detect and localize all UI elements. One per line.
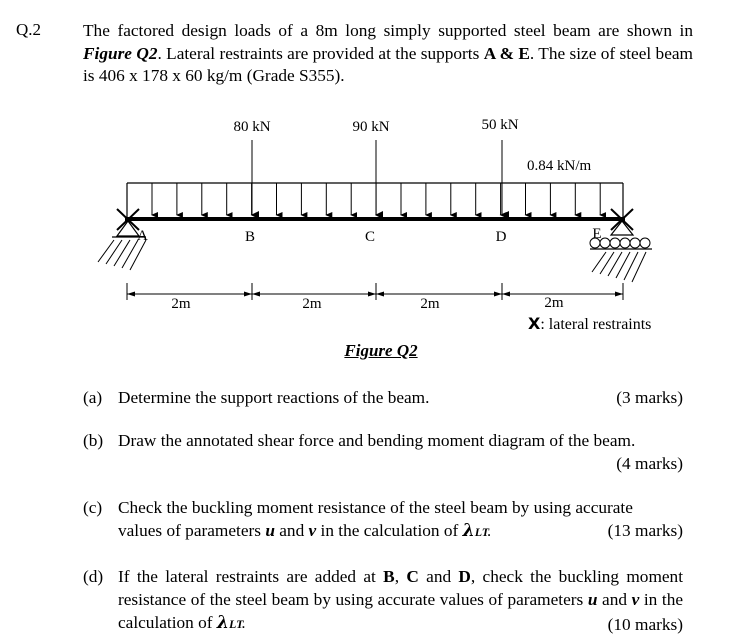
part-d-label: (d) bbox=[83, 567, 104, 586]
point-load-d-label: 50 kN bbox=[481, 117, 518, 133]
part-d-and-word: and bbox=[418, 567, 459, 586]
part-d-text-3: in the calculation of bbox=[118, 590, 684, 632]
pin-support-a bbox=[97, 219, 147, 271]
intro-text-1: The factored design loads of a 8m long s… bbox=[83, 21, 693, 40]
part-a-label: (a) bbox=[83, 388, 103, 407]
node-b-ref: B bbox=[383, 567, 395, 586]
lateral-restraint-e bbox=[610, 208, 634, 231]
part-d-comma: , bbox=[394, 567, 407, 586]
question-number: Q.2 bbox=[16, 20, 42, 39]
node-e-label: E bbox=[592, 226, 601, 242]
figure-caption: Figure Q2 bbox=[344, 341, 418, 360]
span-de-label: 2m bbox=[544, 295, 564, 311]
lambda-subscript-d: LT. bbox=[228, 617, 246, 631]
question-intro: The factored design loads of a 8m long s… bbox=[83, 20, 693, 88]
point-load-c-label: 90 kN bbox=[352, 119, 389, 135]
node-c-label: C bbox=[365, 229, 375, 245]
part-d-text-2: , check the buckling moment resistance o… bbox=[118, 567, 684, 609]
dimension-line bbox=[126, 283, 624, 300]
supports-reference: A & E bbox=[483, 43, 530, 63]
lambda-symbol: λ bbox=[462, 521, 475, 541]
part-c-marks: (13 marks) bbox=[607, 521, 683, 540]
lambda-subscript: LT. bbox=[474, 525, 492, 539]
node-a-label: A bbox=[137, 228, 148, 244]
part-c-line2-text: values of parameters bbox=[118, 521, 266, 540]
param-v-d: v bbox=[631, 590, 640, 609]
part-d: (d) If the lateral restraints are added … bbox=[83, 565, 683, 636]
part-c-line1: Check the buckling moment resistance of … bbox=[118, 498, 633, 517]
span-cd-label: 2m bbox=[420, 296, 440, 312]
udl-load bbox=[126, 182, 624, 218]
span-ab-label: 2m bbox=[171, 296, 191, 312]
beam-figure: 0.84 kN/m 80 kN 90 kN 50 kN bbox=[97, 117, 652, 312]
param-u: u bbox=[265, 521, 275, 540]
part-a: (a) (3 marks) Determine the support reac… bbox=[83, 386, 683, 409]
part-c: (c) Check the buckling moment resistance… bbox=[83, 496, 683, 544]
node-c-ref: C bbox=[406, 567, 419, 586]
part-c-line2-text-b: in the calculation of bbox=[316, 521, 463, 540]
part-d-and: and bbox=[597, 590, 632, 609]
node-d-label: D bbox=[496, 229, 507, 245]
udl-label: 0.84 kN/m bbox=[527, 158, 592, 174]
part-c-and: and bbox=[274, 521, 309, 540]
part-a-text: Determine the support reactions of the b… bbox=[118, 388, 430, 407]
part-b-label: (b) bbox=[83, 431, 104, 450]
intro-text-3: . The size of steel beam is 406 x 178 x … bbox=[83, 43, 693, 86]
part-c-label: (c) bbox=[83, 498, 103, 517]
figure-reference: Figure Q2 bbox=[83, 43, 158, 63]
restraint-legend: X: lateral restraints bbox=[528, 314, 651, 334]
part-a-marks: (3 marks) bbox=[616, 388, 683, 407]
restraint-symbol: X bbox=[528, 314, 541, 333]
span-bc-label: 2m bbox=[302, 296, 322, 312]
node-d-ref: D bbox=[458, 567, 471, 586]
param-v: v bbox=[308, 521, 317, 540]
restraint-text: : lateral restraints bbox=[540, 316, 652, 333]
part-b-marks: (4 marks) bbox=[616, 454, 683, 473]
lambda-symbol-d: λ bbox=[216, 613, 229, 633]
lateral-restraint-a bbox=[116, 208, 140, 231]
roller-support-e bbox=[589, 220, 652, 283]
node-b-label: B bbox=[245, 229, 255, 245]
intro-text-2: . Lateral restraints are provided at the… bbox=[157, 43, 484, 63]
part-b: (b) Draw the annotated shear force and b… bbox=[83, 429, 683, 475]
part-d-marks: (10 marks) bbox=[607, 615, 683, 634]
part-c-line2: (13 marks) values of parameters u and v … bbox=[118, 519, 683, 544]
point-load-b-label: 80 kN bbox=[233, 119, 270, 135]
part-b-text: Draw the annotated shear force and bendi… bbox=[118, 431, 636, 450]
part-d-text-1: If the lateral restraints are added at bbox=[118, 567, 384, 586]
param-u-d: u bbox=[587, 590, 598, 609]
